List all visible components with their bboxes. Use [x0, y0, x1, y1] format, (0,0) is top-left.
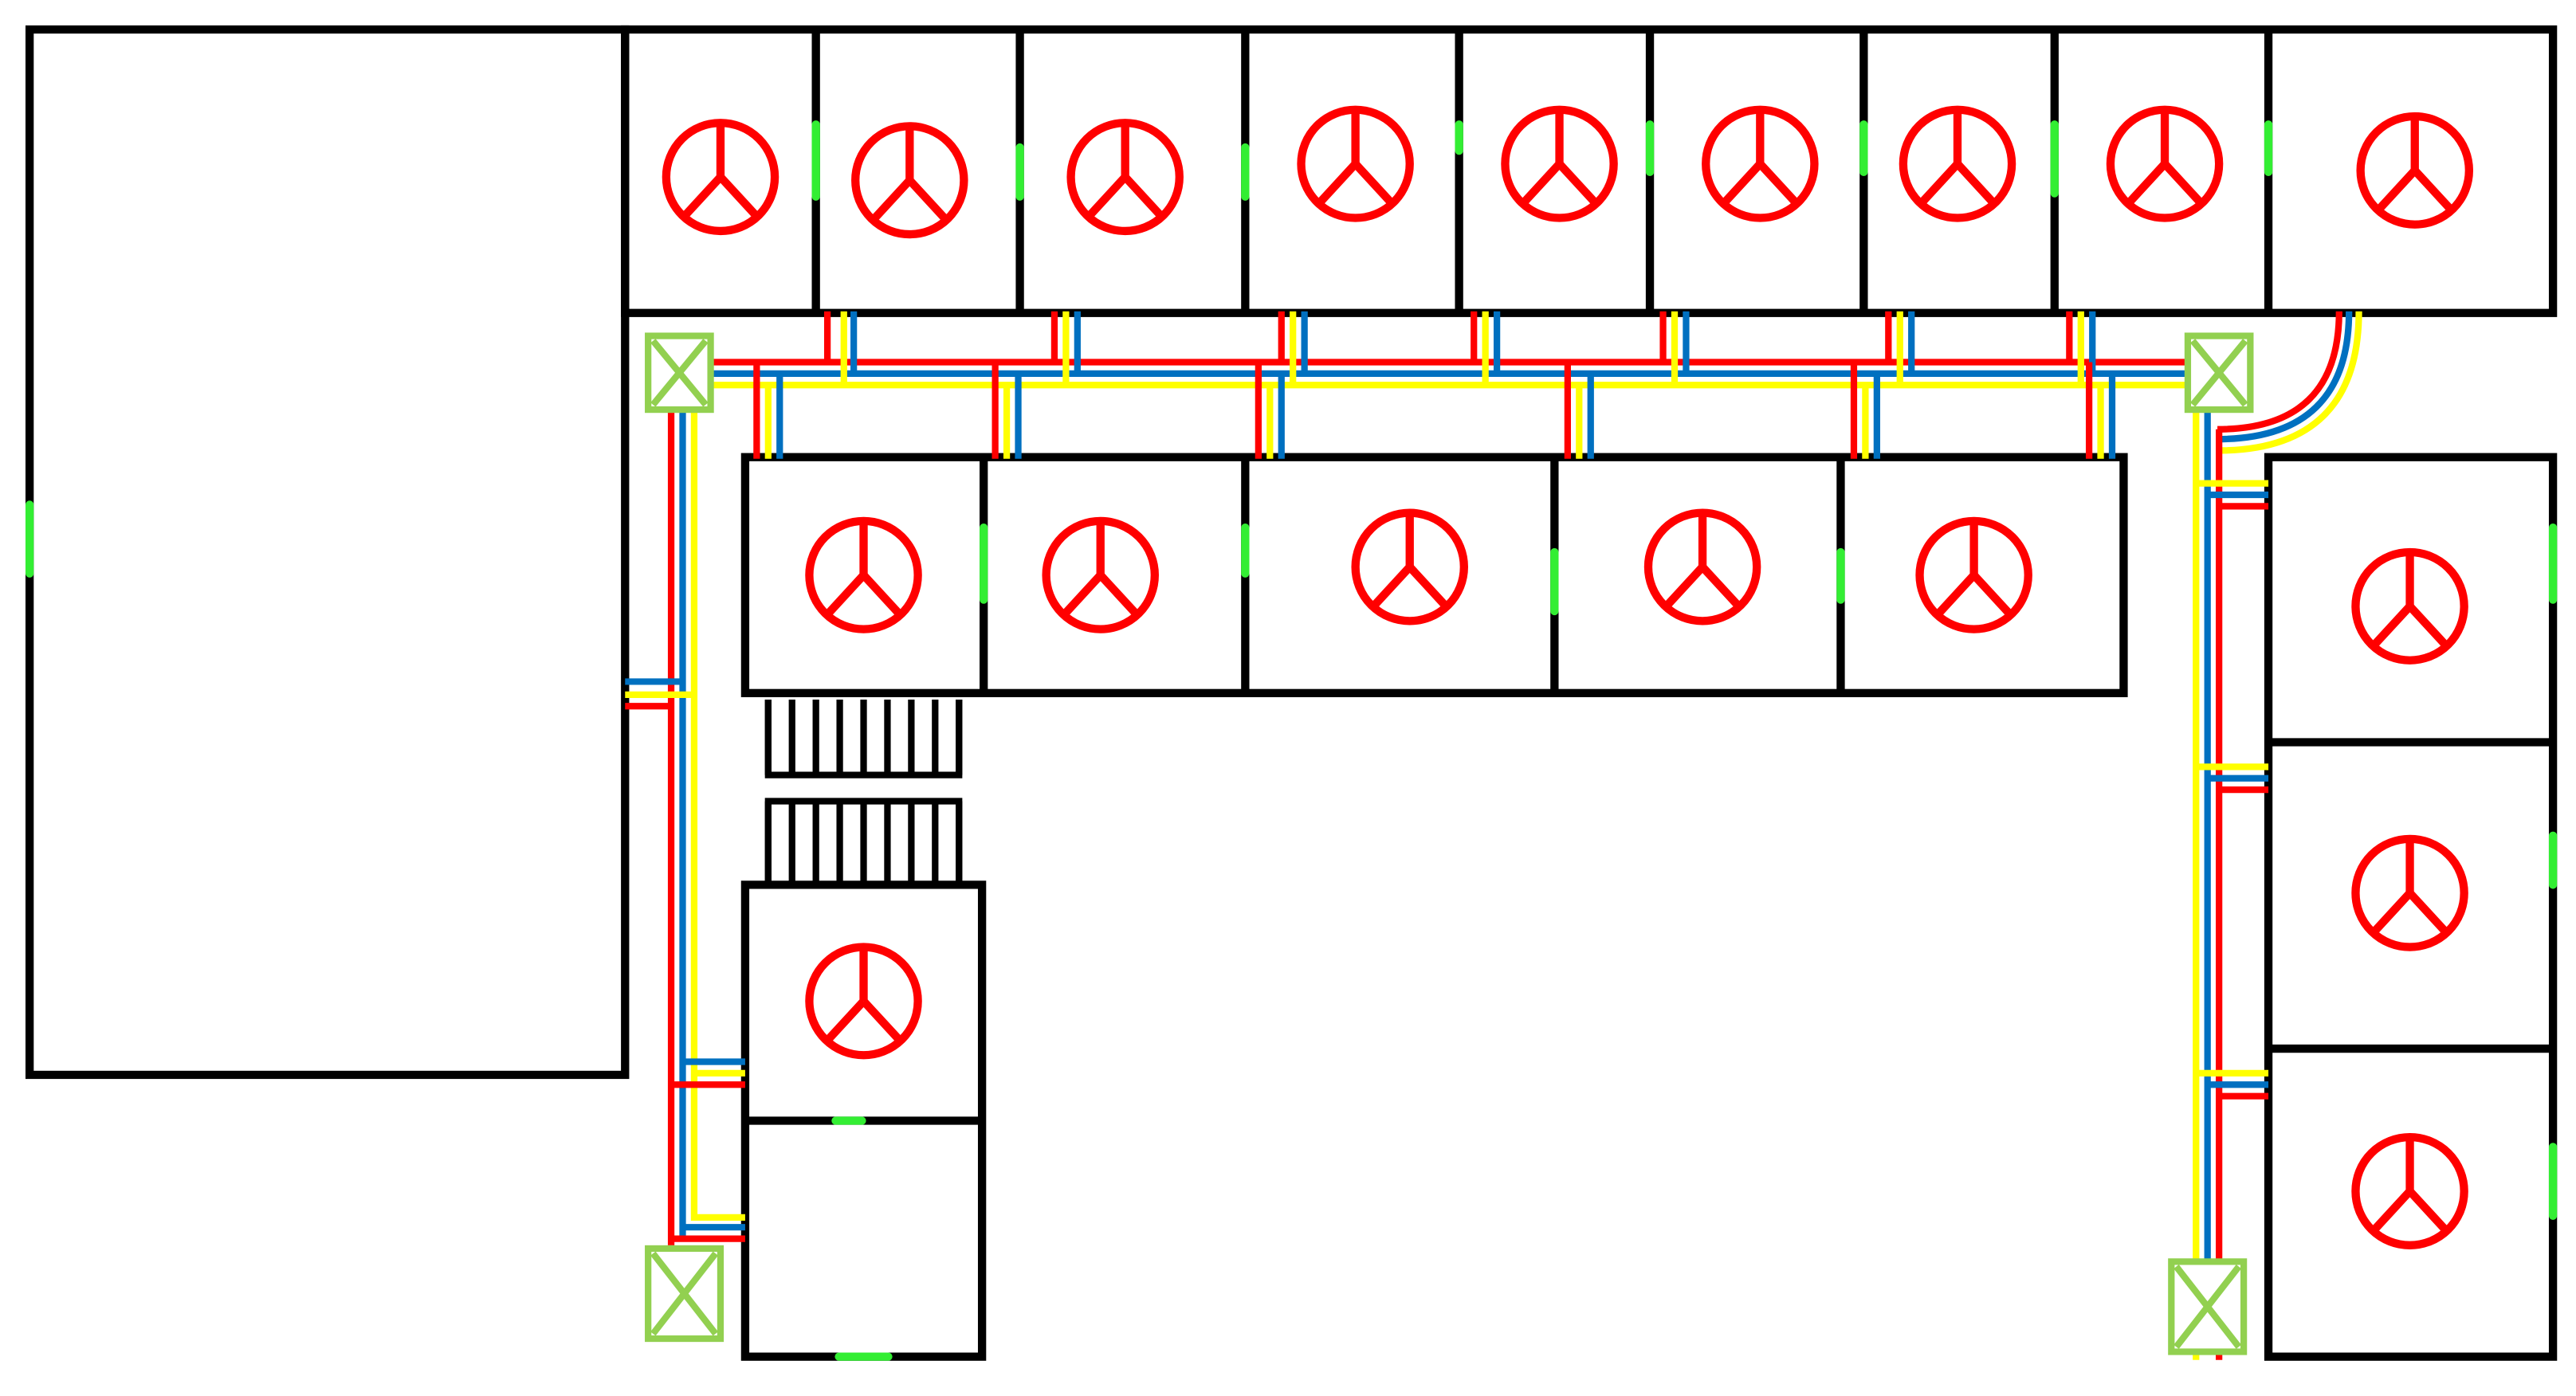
junction-box-icon	[645, 1245, 724, 1343]
ceiling-fan-icon	[2356, 112, 2474, 229]
ceiling-fan-icon	[1915, 516, 2032, 633]
right-room-column	[2264, 453, 2558, 1361]
large-room	[25, 25, 630, 1080]
junction-box-icon	[2184, 332, 2254, 414]
ceiling-fan-icon	[1066, 119, 1184, 236]
pipe-network	[625, 311, 2362, 1360]
staircase-icon	[764, 700, 963, 882]
ceiling-fan-icon	[1643, 508, 1761, 625]
ceiling-fan-icon	[662, 119, 779, 236]
junction-box-icon	[2168, 1258, 2248, 1355]
ceiling-fan-icon	[1042, 516, 1159, 633]
ceiling-fan-icon	[1501, 105, 1618, 222]
ceiling-fan-icon	[851, 122, 968, 239]
ceiling-fan-icon	[805, 943, 922, 1060]
door-openings	[25, 120, 2558, 1361]
ceiling-fan-icon	[2351, 834, 2468, 951]
blue-curve	[2217, 311, 2353, 443]
ceiling-fan-icon	[1297, 105, 1414, 222]
ceiling-fan-icon	[1702, 105, 1819, 222]
ceiling-fan-icon	[2351, 547, 2468, 665]
yellow-curve	[2217, 311, 2362, 454]
walls	[25, 25, 2558, 1361]
junction-box-icon	[645, 332, 714, 414]
top-room-strip	[621, 25, 2558, 317]
ceiling-fan-icon	[2351, 1132, 2468, 1249]
junction-boxes	[645, 332, 2254, 1355]
middle-room-strip	[740, 453, 2128, 697]
ceiling-fan-icon	[805, 516, 922, 633]
ceiling-fan-icon	[1899, 105, 2016, 222]
fan-icons	[662, 105, 2474, 1249]
ceiling-fan-icon	[2106, 105, 2224, 222]
ceiling-fan-icon	[1351, 508, 1468, 625]
red-curve	[2217, 311, 2342, 433]
